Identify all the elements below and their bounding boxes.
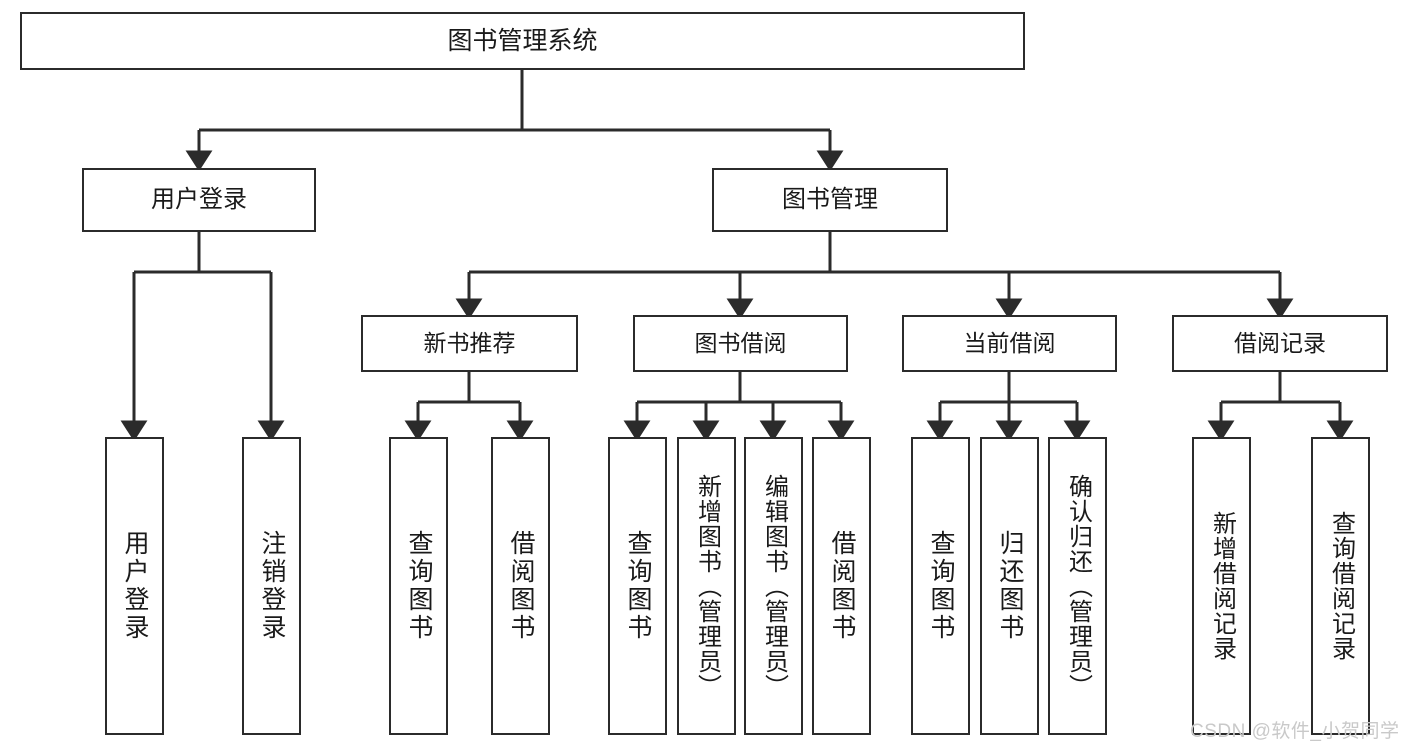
node-label: 借阅图书: [828, 530, 856, 642]
node-label: 查询图书: [624, 530, 652, 642]
leaf-current-return-book[interactable]: 归还图书: [980, 437, 1039, 735]
node-user-login[interactable]: 用户登录: [82, 168, 316, 232]
leaf-recommend-query-book[interactable]: 查询图书: [389, 437, 448, 735]
leaf-record-add-record[interactable]: 新增借阅记录: [1192, 437, 1251, 735]
leaf-recommend-borrow-book[interactable]: 借阅图书: [491, 437, 550, 735]
node-label: 新书推荐: [423, 330, 516, 357]
watermark-text: CSDN @软件_小贺同学: [1190, 721, 1400, 742]
leaf-borrow-query-book[interactable]: 查询图书: [608, 437, 667, 735]
leaf-borrow-edit-book-admin[interactable]: 编辑图书（管理员）: [744, 437, 803, 735]
node-label: 编辑图书（管理员）: [760, 473, 788, 699]
node-borrow-record[interactable]: 借阅记录: [1172, 315, 1388, 372]
node-new-book-recommend[interactable]: 新书推荐: [361, 315, 578, 372]
node-label: 当前借阅: [963, 330, 1056, 357]
node-label: 查询图书: [405, 530, 433, 642]
node-label: 新增借阅记录: [1208, 511, 1236, 661]
leaf-borrow-borrow-book[interactable]: 借阅图书: [812, 437, 871, 735]
node-label: 新增图书（管理员）: [693, 473, 721, 699]
node-label: 借阅记录: [1234, 330, 1326, 357]
leaf-user-login-signout[interactable]: 注销登录: [242, 437, 301, 735]
node-current-borrow[interactable]: 当前借阅: [902, 315, 1117, 372]
node-label: 确认归还（管理员）: [1064, 473, 1092, 699]
node-label: 借阅图书: [507, 530, 535, 642]
node-label: 图书借阅: [694, 330, 787, 357]
node-label: 查询图书: [927, 530, 955, 642]
node-label: 注销登录: [258, 530, 286, 642]
node-root-system[interactable]: 图书管理系统: [20, 12, 1025, 70]
node-label: 归还图书: [996, 530, 1024, 642]
leaf-record-query-record[interactable]: 查询借阅记录: [1311, 437, 1370, 735]
node-label: 用户登录: [151, 186, 247, 214]
node-label: 用户登录: [121, 530, 149, 642]
node-book-management[interactable]: 图书管理: [712, 168, 948, 232]
node-label: 图书管理系统: [447, 26, 598, 55]
node-label: 查询借阅记录: [1327, 511, 1355, 661]
node-book-borrow[interactable]: 图书借阅: [633, 315, 848, 372]
leaf-borrow-add-book-admin[interactable]: 新增图书（管理员）: [677, 437, 736, 735]
leaf-current-query-book[interactable]: 查询图书: [911, 437, 970, 735]
leaf-current-confirm-return-admin[interactable]: 确认归还（管理员）: [1048, 437, 1107, 735]
leaf-user-login-signin[interactable]: 用户登录: [105, 437, 164, 735]
node-label: 图书管理: [782, 186, 878, 214]
